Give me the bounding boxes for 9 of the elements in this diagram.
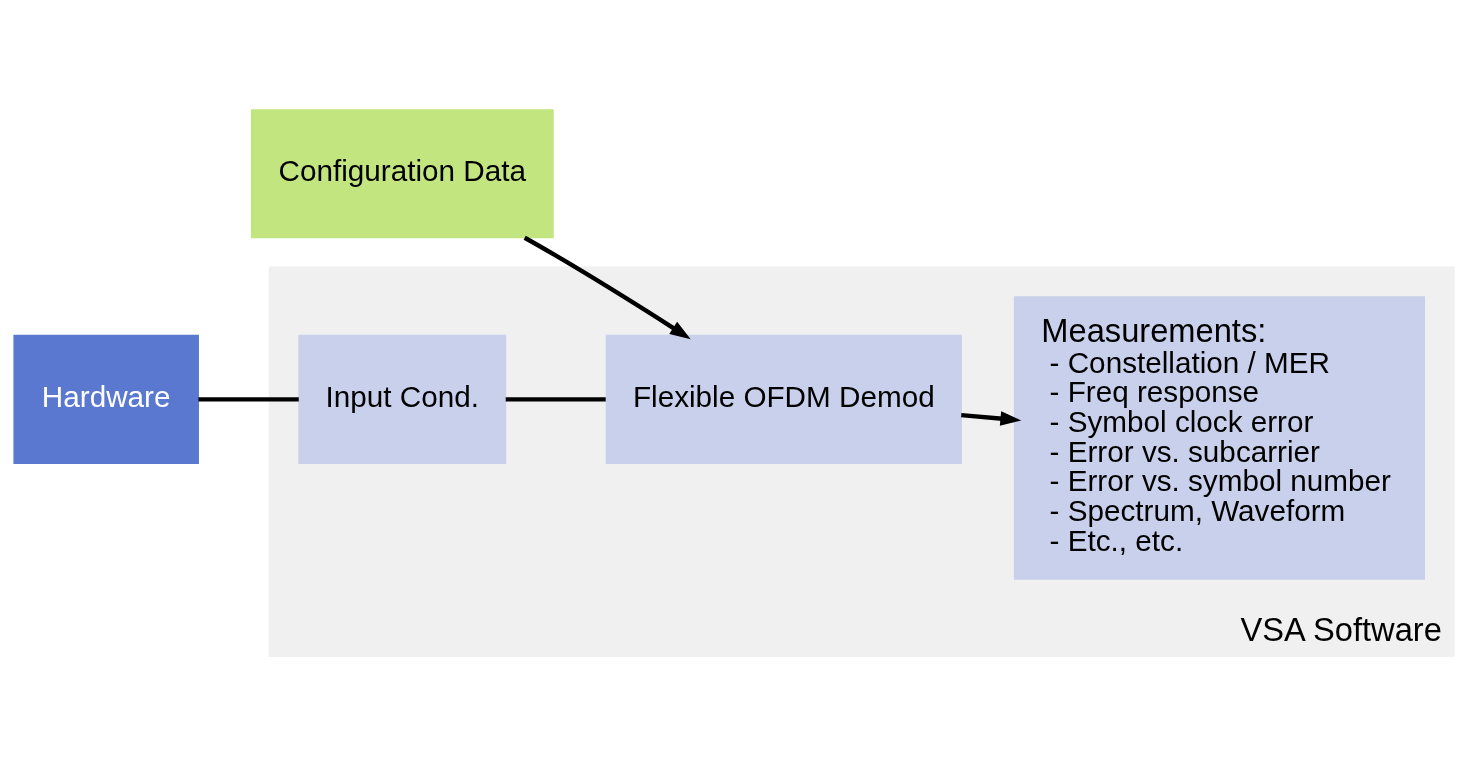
connector — [505, 397, 606, 402]
arrow — [523, 235, 691, 340]
connector — [198, 397, 299, 402]
node-box: Measurements: - Constellation / MER - Freq response - Symbol clock error - Error vs. subcarrier - Error vs. symbol number - Spectrum, Waveform - Etc., etc. — [1013, 296, 1426, 580]
node-box: Flexible OFDM Demod — [605, 334, 962, 464]
node-box: Input Cond. — [298, 334, 507, 464]
arrow — [961, 411, 1022, 426]
node-box: Configuration Data — [250, 109, 554, 239]
node-box: Hardware — [13, 334, 199, 464]
